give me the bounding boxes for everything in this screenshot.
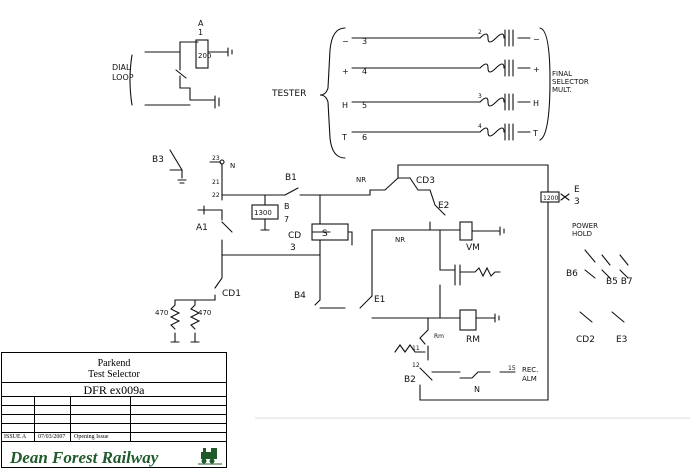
cd1-label: CD1 [222, 289, 241, 299]
nr-top-label: NR [356, 176, 366, 184]
drawing-number: DFR ex009a [83, 383, 145, 397]
dial-label: DIAL [112, 63, 131, 72]
revision-row-1 [2, 397, 226, 406]
out-minus: − [533, 35, 540, 44]
n-top-label: N [230, 162, 235, 170]
vm-label: VM [466, 243, 480, 253]
pin-15: 15 [508, 365, 516, 372]
rm-label: RM [466, 335, 480, 345]
alm-label: ALM [522, 375, 537, 383]
b2-label: B2 [404, 375, 416, 385]
wire-minus: − [342, 37, 349, 46]
brand-name: Dean Forest Railway [10, 448, 159, 467]
pin-22: 22 [212, 192, 220, 199]
contact-sets [579, 249, 629, 323]
cd-bottom-label: 3 [290, 243, 296, 253]
tester-label: TESTER [271, 89, 306, 99]
frac-7-label: 7 [284, 215, 289, 224]
issue-code: ISSUE A [4, 434, 27, 440]
bottom-circuit [394, 344, 516, 381]
wire-h: H [342, 101, 348, 110]
selector-label: SELECTOR [552, 78, 589, 86]
rm-small-label: Rm [434, 333, 444, 340]
e1-label: E1 [374, 295, 385, 305]
b6-label: B6 [566, 269, 578, 279]
cd2-label: CD2 [576, 335, 595, 345]
coil-2: 2 [478, 29, 482, 36]
power-label: POWER [572, 222, 598, 230]
nr-mid-label: NR [395, 236, 405, 244]
title-line-2: Test Selector [88, 369, 140, 380]
n-bottom-label: N [474, 385, 480, 394]
dial-loop-circuit [129, 39, 233, 109]
b3-label: B3 [152, 155, 164, 165]
final-label: FINAL [552, 70, 572, 78]
pin-23: 23 [212, 155, 220, 162]
coil-4: 4 [478, 123, 482, 130]
issue-date: 07/03/2007 [38, 434, 66, 440]
b1-label: B1 [285, 173, 297, 183]
right-column-circuit [369, 164, 560, 401]
res-1200-label: 1200 [543, 195, 558, 202]
e-bottom-label: 3 [574, 197, 580, 207]
title-block: Parkend Test Selector DFR ex009a ISSUE A… [1, 352, 227, 468]
pin-11: 11 [412, 345, 420, 352]
mult-label: MULT. [552, 86, 572, 94]
relay-a-top-label: A [198, 19, 204, 28]
e3-label: E3 [616, 335, 627, 345]
issue-row: ISSUE A 07/03/2007 Opening Issue [2, 433, 226, 442]
b4-label: B4 [294, 291, 306, 301]
drawing-number-row: DFR ex009a [2, 383, 226, 397]
relay-a-resistance: 200 [198, 52, 211, 60]
coil-3: 3 [478, 93, 482, 100]
out-t: T [532, 129, 538, 138]
hold-label: HOLD [572, 230, 592, 238]
tester-circuit [319, 27, 551, 159]
wire-num-4: 4 [362, 67, 367, 76]
b5-b7-label: B5 B7 [606, 277, 633, 287]
wire-plus: + [342, 67, 349, 76]
wire-t: T [341, 133, 347, 142]
rec-label: REC. [522, 366, 538, 374]
title-row: Parkend Test Selector [2, 353, 226, 383]
cd3-label: CD3 [416, 176, 435, 186]
wire-num-3: 3 [362, 37, 367, 46]
revision-row-2 [2, 406, 226, 415]
left-column-circuit [169, 149, 321, 343]
out-h: H [533, 99, 539, 108]
wire-num-5: 5 [362, 101, 367, 110]
frac-b-label: B [284, 202, 290, 211]
revision-row-4 [2, 424, 226, 433]
r470b-label: 470 [198, 309, 211, 317]
title-line-1: Parkend [97, 358, 131, 369]
res-1300-label: 1300 [254, 209, 272, 217]
s-box-label: S [322, 229, 328, 239]
b1-cd-circuit [251, 187, 401, 309]
a1-label: A1 [196, 223, 208, 233]
r470a-label: 470 [155, 309, 168, 317]
issue-note: Opening Issue [74, 434, 109, 440]
revision-row-3 [2, 415, 226, 424]
out-plus: + [533, 65, 540, 74]
brand-row: Dean Forest Railway [2, 442, 226, 468]
e-top-label: E [574, 185, 580, 195]
e2-label: E2 [438, 201, 449, 211]
locomotive-logo-icon [198, 448, 222, 465]
loop-label: LOOP [112, 73, 134, 82]
wire-num-6: 6 [362, 133, 367, 142]
pin-12: 12 [412, 362, 420, 369]
relay-a-bottom-label: 1 [198, 28, 203, 37]
pin-21: 21 [212, 179, 220, 186]
cd-top-label: CD [288, 231, 301, 241]
